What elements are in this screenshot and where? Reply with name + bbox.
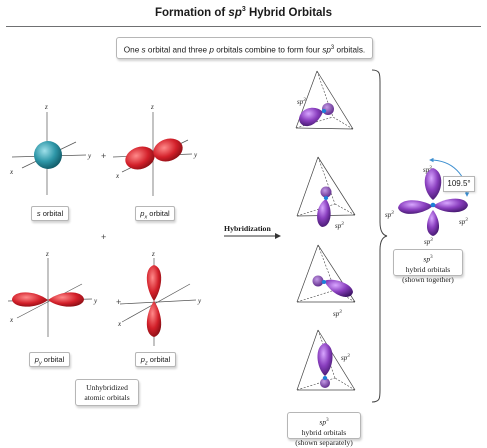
sp3-label: sp3 <box>424 238 433 246</box>
pz-orbital-label: pz orbital <box>135 352 176 367</box>
combined-sp3-figure: sp3 sp3 sp3 sp3 <box>385 157 470 246</box>
pz-axis-z: z <box>151 250 155 258</box>
py-lobe <box>12 292 48 307</box>
shown-together-label: sp3 hybrid orbitals (shown together) <box>393 249 463 284</box>
tetrahedron-4: sp3 <box>296 329 356 391</box>
py-axis-y: y <box>93 297 98 305</box>
py-axis-x: x <box>9 316 14 324</box>
tetrahedron-3: sp3 <box>296 244 356 318</box>
bond-angle-label: 109.5° <box>443 176 475 192</box>
shown-separately-label: sp3 hybrid orbitals (shown separately) <box>287 412 361 447</box>
pz-axis-x: x <box>117 320 122 328</box>
hybrid-lobe-small <box>320 186 332 198</box>
py-orbital-figure: z y x <box>7 250 98 337</box>
subtitle-box: One s orbital and three p orbitals combi… <box>116 37 373 59</box>
pz-lobe <box>146 301 162 337</box>
s-orbital-figure: z y x <box>9 103 92 195</box>
nucleus <box>323 196 329 200</box>
nucleus <box>321 280 327 284</box>
pz-axis-y: y <box>197 297 202 305</box>
hybrid-lobe-large <box>317 199 331 227</box>
px-orbital-figure: z y x <box>112 103 198 196</box>
hybridization-label: Hybridization <box>224 224 271 233</box>
hybrid-lobe-large <box>317 343 333 376</box>
sp3-label: sp3 <box>297 98 306 106</box>
s-orbital-sphere <box>34 141 62 169</box>
s-axis-z: z <box>44 103 48 111</box>
nucleus <box>322 376 328 380</box>
sp3-label: sp3 <box>335 222 344 230</box>
diagram-title: Formation of sp3 Hybrid Orbitals <box>154 6 333 19</box>
plus-sign: + <box>116 297 121 307</box>
py-axis-z: z <box>45 250 49 258</box>
px-axis-x: x <box>115 172 120 180</box>
px-lobe <box>153 138 183 162</box>
grouping-brace <box>371 69 388 403</box>
tetrahedron-1: sp3 <box>295 70 354 130</box>
hybrid-lobe-small <box>312 275 324 287</box>
nucleus <box>321 109 327 113</box>
unhybridized-label: Unhybridized atomic orbitals <box>75 379 139 406</box>
px-orbital-label: px orbital <box>135 206 175 221</box>
sp3-label: sp3 <box>341 354 350 362</box>
plus-sign: + <box>101 151 106 161</box>
px-axis-y: y <box>193 151 198 159</box>
hybrid-lobe <box>426 210 440 236</box>
s-orbital-label: s orbital <box>31 206 69 221</box>
pz-lobe <box>146 265 162 301</box>
s-axis-x: x <box>9 168 14 176</box>
hybrid-lobe <box>398 200 433 214</box>
hybrid-lobe-small <box>320 378 330 388</box>
px-lobe <box>125 146 155 170</box>
sp3-label: sp3 <box>423 166 432 174</box>
sp3-label: sp3 <box>333 310 342 318</box>
py-lobe <box>48 292 84 307</box>
tetrahedron-2: sp3 <box>296 156 356 230</box>
nucleus <box>430 202 436 208</box>
s-axis-y: y <box>87 152 92 160</box>
plus-sign: + <box>101 232 106 242</box>
px-axis-z: z <box>150 103 154 111</box>
hybrid-lobe-large <box>324 279 353 297</box>
hybrid-lobe-small <box>322 103 334 115</box>
hybrid-lobe-large <box>299 107 323 127</box>
pz-orbital-figure: z y x <box>117 250 202 346</box>
sp3-label: sp3 <box>385 211 394 219</box>
sp3-label: sp3 <box>459 218 468 226</box>
py-orbital-label: py orbital <box>29 352 70 367</box>
hybrid-lobe <box>433 198 468 213</box>
title-divider <box>6 26 481 27</box>
